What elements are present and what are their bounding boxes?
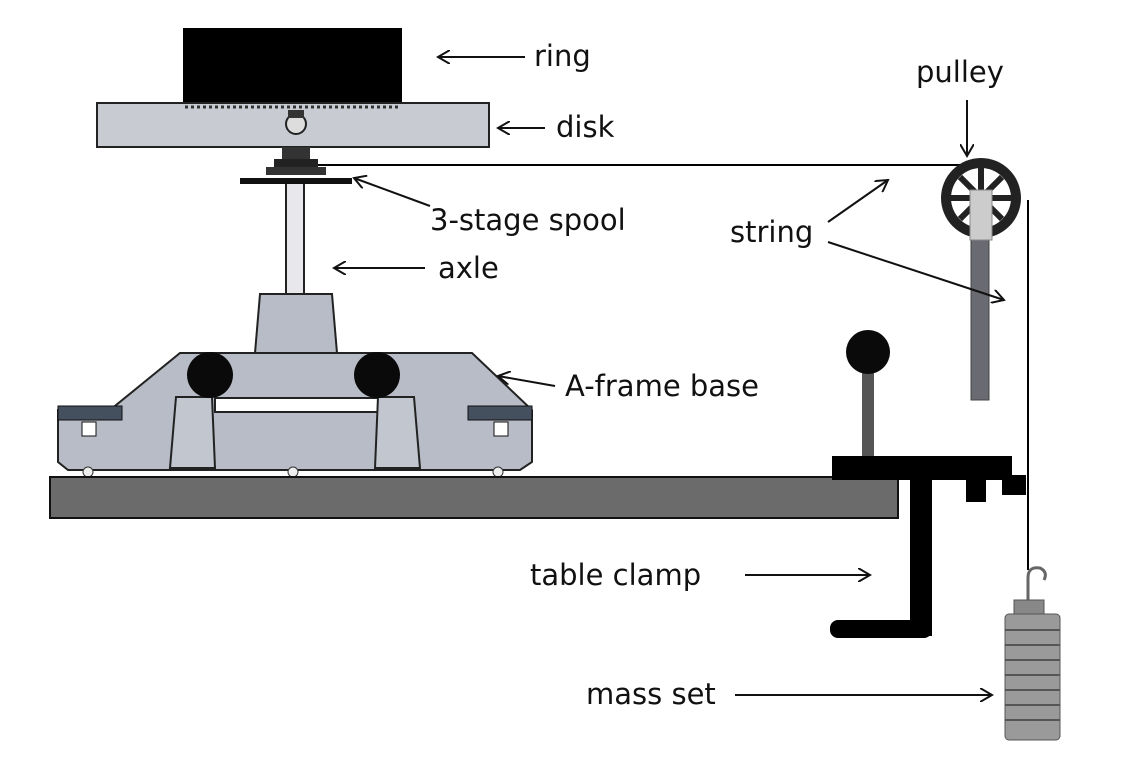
label-a-frame: A-frame base — [565, 369, 759, 403]
table-clamp — [830, 330, 1026, 638]
label-spool: 3-stage spool — [430, 203, 626, 237]
pulley — [941, 158, 1021, 401]
label-ring: ring — [534, 39, 591, 73]
a-frame-base — [57, 293, 533, 478]
table — [49, 476, 899, 519]
ring — [183, 28, 402, 104]
label-axle: axle — [438, 251, 499, 285]
string-arrow-side — [827, 241, 1004, 300]
a-frame-arrow — [498, 376, 556, 387]
axle — [285, 184, 305, 294]
label-disk: disk — [556, 110, 615, 144]
mass-set — [1004, 566, 1061, 741]
label-mass-set: mass set — [586, 677, 716, 711]
three-stage-spool — [240, 147, 352, 184]
disk — [96, 102, 490, 148]
label-string: string — [730, 215, 813, 249]
spool-arrow — [354, 178, 431, 207]
string-arrow-top — [827, 180, 888, 223]
label-pulley: pulley — [916, 55, 1004, 89]
string — [300, 164, 1029, 570]
label-table-clamp: table clamp — [530, 558, 701, 592]
